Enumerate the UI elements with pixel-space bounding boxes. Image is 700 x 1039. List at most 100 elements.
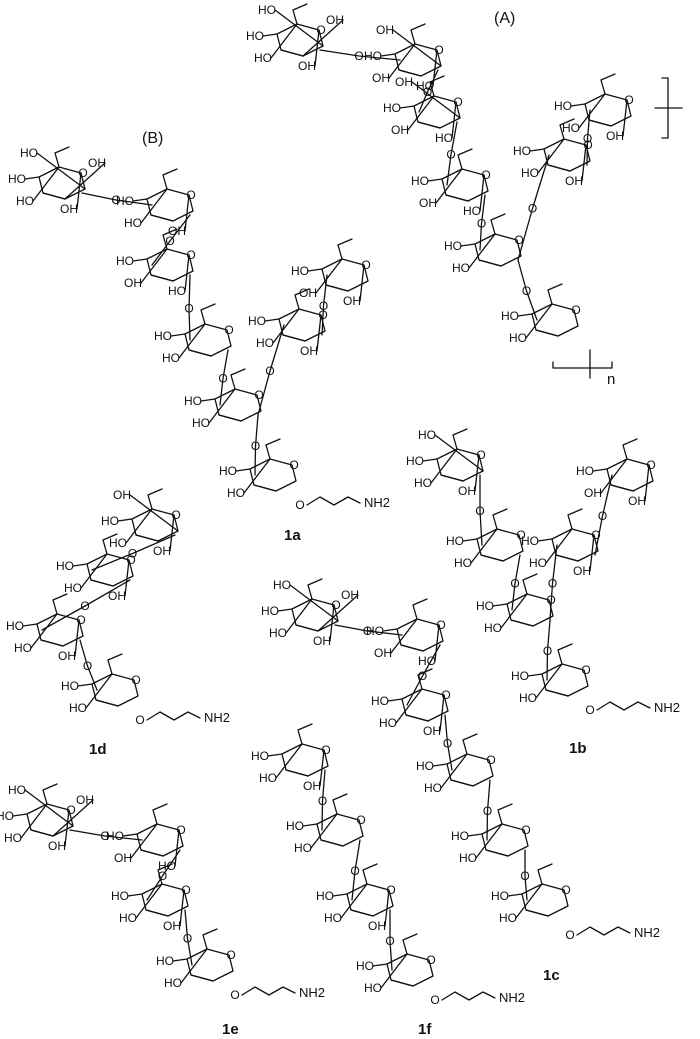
- compound-label-1f: 1f: [418, 1021, 432, 1038]
- bridge-oxygen: O: [319, 299, 328, 313]
- hydroxyl-label: HO: [246, 29, 264, 43]
- ring-oxygen: O: [181, 883, 190, 897]
- ring-oxygen: O: [316, 23, 325, 37]
- repeat-bracket-bottom: [552, 361, 613, 369]
- hydroxyl-label: HO: [248, 314, 266, 328]
- ring-oxygen: O: [581, 663, 590, 677]
- bridge-oxygen: O: [446, 148, 455, 162]
- hydroxyl-label: HO: [435, 131, 453, 145]
- hydroxyl-label: OH: [303, 779, 321, 793]
- compound-label-1c: 1c: [543, 967, 560, 984]
- ring-oxygen: O: [186, 188, 195, 202]
- ring-oxygen: O: [646, 458, 655, 472]
- bridge-oxygen: O: [510, 577, 519, 591]
- svg-text:O: O: [295, 498, 304, 512]
- bridge-oxygen: O: [251, 439, 260, 453]
- hydroxyl-label: HO: [379, 716, 397, 730]
- ring-oxygen: O: [356, 813, 365, 827]
- hydroxyl-label: HO: [562, 121, 580, 135]
- aminopropyl-linker: O NH2: [565, 925, 660, 942]
- hydroxyl-label: HO: [414, 476, 432, 490]
- bridge-oxygen: O: [158, 869, 167, 883]
- ring-oxygen: O: [76, 613, 85, 627]
- bridge-oxygen: O: [548, 577, 557, 591]
- repeat-unit-n: n: [607, 371, 616, 388]
- glycosidic-bond: [586, 109, 591, 166]
- hydroxyl-label: OH: [628, 494, 646, 508]
- hydroxyl-label: OH: [88, 156, 106, 170]
- ring-oxygen: O: [436, 618, 445, 632]
- bridge-oxygen: O: [350, 864, 359, 878]
- hydroxyl-label: OH: [299, 286, 317, 300]
- hydroxyl-label: OH: [395, 75, 413, 89]
- svg-text:O: O: [230, 988, 239, 1002]
- svg-text:NH2: NH2: [499, 990, 525, 1005]
- bridge-oxygen: O: [184, 302, 193, 316]
- hydroxyl-label: HO: [491, 889, 509, 903]
- hydroxyl-label: HO: [294, 841, 312, 855]
- ring-oxygen: O: [224, 323, 233, 337]
- hydroxyl-label: HO: [192, 416, 210, 430]
- hydroxyl-label: OH: [376, 23, 394, 37]
- ring-oxygen: O: [516, 528, 525, 542]
- panel-a-label: (A): [494, 10, 516, 27]
- glycosidic-bond: [151, 214, 191, 266]
- glycosidic-bond: [446, 121, 458, 186]
- hydroxyl-label: HO: [0, 809, 14, 823]
- svg-text:O: O: [135, 713, 144, 727]
- ring-oxygen: O: [131, 673, 140, 687]
- glycosidic-bond: [188, 274, 191, 341]
- svg-text:NH2: NH2: [634, 925, 660, 940]
- glycosidic-bond: [479, 474, 483, 546]
- bridge-oxygen: O: [477, 217, 486, 231]
- glycosidic-bond: [91, 534, 176, 571]
- hydroxyl-label: HO: [156, 954, 174, 968]
- svg-text:O: O: [565, 928, 574, 942]
- panel-b-label: (B): [142, 130, 164, 147]
- hydroxyl-label: HO: [269, 626, 287, 640]
- bridge-oxygen: O: [363, 624, 372, 638]
- glycosidic-bond: [594, 474, 613, 556]
- ring-oxygen: O: [361, 258, 370, 272]
- hydroxyl-label: HO: [452, 261, 470, 275]
- hydroxyl-label: OH: [300, 344, 318, 358]
- ring-oxygen: O: [186, 248, 195, 262]
- hydroxyl-label: HO: [291, 264, 309, 278]
- hydroxyl-label: HO: [119, 911, 137, 925]
- ring-oxygen: O: [289, 458, 298, 472]
- glycosidic-bond: [418, 69, 439, 113]
- hydroxyl-label: HO: [501, 309, 519, 323]
- bridge-oxygen: O: [83, 659, 92, 673]
- glycosidic-bond: [486, 779, 491, 841]
- hydroxyl-label: HO: [227, 486, 245, 500]
- glycosidic-bond: [79, 639, 98, 691]
- hydroxyl-label: HO: [364, 49, 382, 63]
- hydroxyl-label: HO: [14, 641, 32, 655]
- glycosidic-bond: [517, 154, 550, 261]
- svg-text:NH2: NH2: [654, 700, 680, 715]
- hydroxyl-label: HO: [256, 336, 274, 350]
- hydroxyl-label: OH: [60, 202, 78, 216]
- ring-oxygen: O: [434, 43, 443, 57]
- hydroxyl-label: HO: [251, 749, 269, 763]
- glycosidic-bond: [321, 274, 328, 336]
- compound-label-1e: 1e: [222, 1021, 239, 1038]
- hydroxyl-label: OH: [573, 564, 591, 578]
- glycosidic-bond: [69, 829, 143, 841]
- ring-oxygen: O: [66, 803, 75, 817]
- hydroxyl-label: HO: [162, 351, 180, 365]
